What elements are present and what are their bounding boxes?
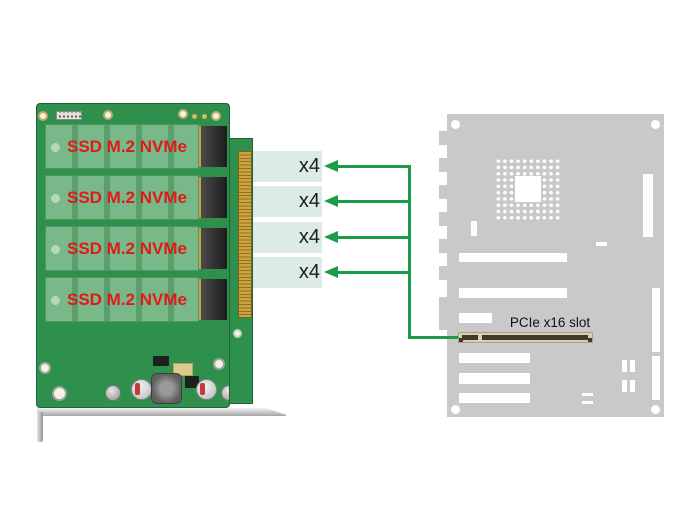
bracket [37, 408, 286, 416]
expansion-slot [459, 373, 530, 384]
lane-label: x4 [298, 190, 320, 212]
mounting-hole [178, 109, 188, 119]
standoff [51, 296, 60, 305]
ssd-label: SSD M.2 NVMe [67, 289, 187, 309]
cpu-socket [495, 158, 561, 221]
io-notch [439, 297, 448, 330]
lane-line [338, 236, 411, 239]
mounting-hole [211, 111, 221, 121]
standoff [51, 143, 60, 152]
board-cutout [471, 221, 477, 236]
lane-band [253, 186, 322, 217]
ssd-module-row: SSD M.2 NVMe [45, 173, 227, 222]
m2-connector [199, 228, 227, 269]
lane-band [253, 257, 322, 288]
io-notch [439, 158, 448, 172]
header-pins [622, 360, 627, 372]
m2-ssd-module: SSD M.2 NVMe [45, 124, 199, 169]
slot-latch [588, 338, 592, 342]
expansion-slot [459, 253, 567, 262]
io-notch [439, 239, 448, 253]
lane-band [253, 151, 322, 182]
mounting-hole [233, 329, 242, 338]
arrow-left-icon [324, 194, 338, 207]
expansion-slot [459, 288, 567, 298]
mounting-hole [38, 111, 48, 121]
capacitor [131, 379, 152, 400]
solder-pad [192, 114, 197, 119]
mounting-hole [651, 405, 660, 414]
lane-line [338, 165, 411, 168]
m2-connector [199, 177, 227, 218]
pcie-x16-slot [458, 332, 593, 343]
capacitor [196, 379, 217, 400]
gold-fingers [238, 151, 252, 318]
m2-connector [199, 126, 227, 167]
mounting-hole [39, 362, 51, 374]
board-cutout [652, 288, 660, 352]
io-notch [439, 185, 448, 199]
pin-header [56, 111, 82, 120]
pcie-card: SSD M.2 NVMe SSD M.2 NVMe SSD M.2 NVMe S… [36, 103, 237, 408]
slot-latch [459, 338, 463, 342]
pcie-slot-label: PCIe x16 slot [509, 315, 591, 330]
ic-chip [153, 356, 169, 366]
bus-line-horizontal [408, 335, 458, 339]
arrow-left-icon [324, 159, 338, 172]
header-pins [622, 380, 627, 392]
ssd-label: SSD M.2 NVMe [67, 136, 187, 156]
screw [105, 385, 121, 401]
mounting-hole [451, 405, 460, 414]
mounting-hole [213, 358, 225, 370]
m2-connector [199, 279, 227, 320]
slot-segment [482, 335, 588, 340]
header-pins [630, 380, 635, 392]
inductor [151, 373, 182, 404]
mounting-hole [651, 120, 660, 129]
header-pins [582, 393, 593, 396]
mounting-hole [52, 386, 67, 401]
standoff [51, 245, 60, 254]
ssd-label: SSD M.2 NVMe [67, 187, 187, 207]
board-cutout [652, 356, 660, 400]
ram-slot [643, 174, 653, 237]
bracket-leg [37, 412, 43, 442]
m2-ssd-module: SSD M.2 NVMe [45, 226, 199, 271]
arrow-left-icon [324, 230, 338, 243]
header-pins [582, 401, 593, 404]
ssd-module-row: SSD M.2 NVMe [45, 224, 227, 273]
io-notch [439, 131, 448, 145]
lane-line [338, 200, 411, 203]
ic-chip [185, 376, 199, 388]
lane-line [338, 271, 411, 274]
ssd-module-row: SSD M.2 NVMe [45, 122, 227, 171]
cpu-socket-center [515, 176, 541, 202]
mounting-hole [451, 120, 460, 129]
io-notch [439, 266, 448, 280]
lane-label: x4 [298, 226, 320, 248]
board-cutout [596, 242, 607, 246]
mounting-hole [103, 110, 113, 120]
io-notch [439, 212, 448, 226]
card-edge-tab [229, 138, 253, 404]
motherboard: PCIe x16 slot [439, 114, 665, 417]
solder-pad [202, 114, 207, 119]
lane-label: x4 [298, 261, 320, 283]
expansion-slot [459, 313, 492, 323]
smd-pad [173, 363, 193, 376]
bus-line-vertical [408, 165, 411, 339]
header-pins [630, 360, 635, 372]
standoff [51, 194, 60, 203]
expansion-slot [459, 353, 530, 363]
ssd-module-row: SSD M.2 NVMe [45, 275, 227, 324]
m2-ssd-module: SSD M.2 NVMe [45, 175, 199, 220]
slot-segment [462, 335, 478, 340]
arrow-left-icon [324, 265, 338, 278]
lane-band [253, 222, 322, 253]
ssd-label: SSD M.2 NVMe [67, 238, 187, 258]
lane-label: x4 [298, 155, 320, 177]
expansion-slot [459, 393, 530, 403]
m2-ssd-module: SSD M.2 NVMe [45, 277, 199, 322]
